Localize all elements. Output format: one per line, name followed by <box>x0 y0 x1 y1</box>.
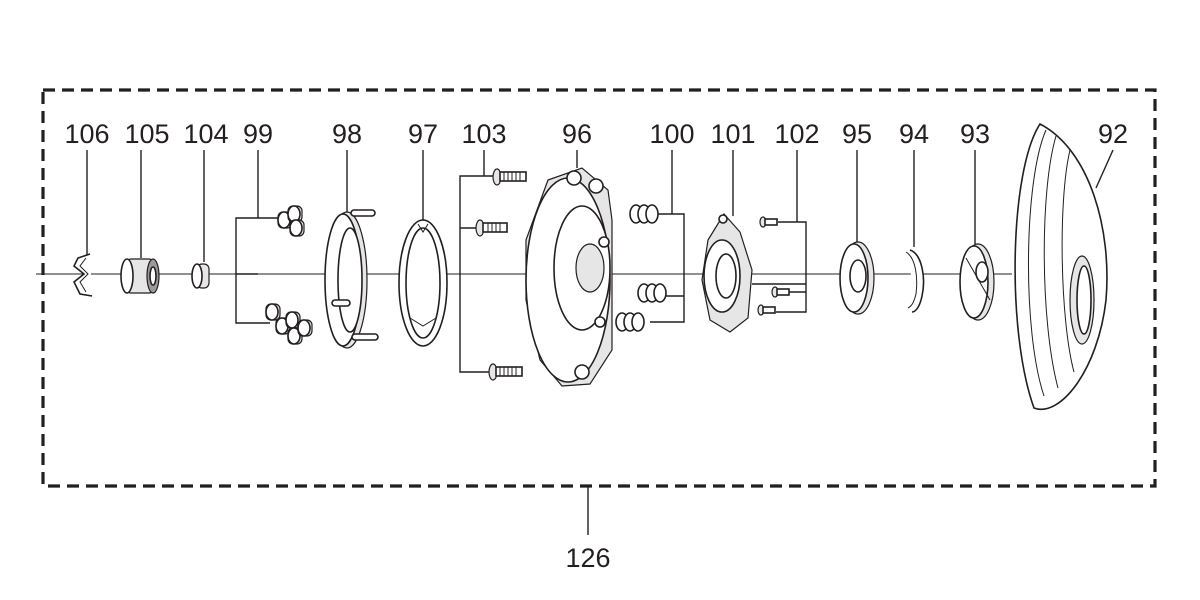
part-97-ring <box>398 219 448 347</box>
part-label-99: 99 <box>243 119 273 149</box>
part-label-103: 103 <box>461 119 506 149</box>
part-94-clip <box>905 249 925 313</box>
part-93-knob <box>959 243 995 321</box>
part-98-cage <box>324 209 379 349</box>
part-label-93: 93 <box>960 119 990 149</box>
part-95-clutch <box>839 241 875 315</box>
part-label-102: 102 <box>774 119 819 149</box>
part-label-100: 100 <box>649 119 694 149</box>
part-label-104: 104 <box>183 119 228 149</box>
part-label-101: 101 <box>710 119 755 149</box>
part-label-92: 92 <box>1098 119 1128 149</box>
leader-lines <box>86 149 1114 373</box>
part-label-96: 96 <box>562 119 592 149</box>
part-103-screws <box>475 168 527 381</box>
part-label-106: 106 <box>64 119 109 149</box>
part-label-94: 94 <box>899 119 929 149</box>
part-92-cover <box>1014 122 1108 411</box>
part-102-screws <box>757 216 790 316</box>
part-96-housing <box>525 167 613 387</box>
part-104-disk <box>191 263 210 289</box>
assembly-boundary <box>41 88 1157 488</box>
part-label-95: 95 <box>842 119 872 149</box>
assembly-label: 126 <box>565 543 610 573</box>
part-label-98: 98 <box>332 119 362 149</box>
part-105-bearing <box>120 258 160 294</box>
part-label-105: 105 <box>124 119 169 149</box>
part-101-plate <box>701 212 753 333</box>
part-106-clip <box>72 253 93 297</box>
part-100-springs <box>615 204 667 332</box>
part-99-rollers <box>265 205 313 345</box>
part-label-97: 97 <box>408 119 438 149</box>
